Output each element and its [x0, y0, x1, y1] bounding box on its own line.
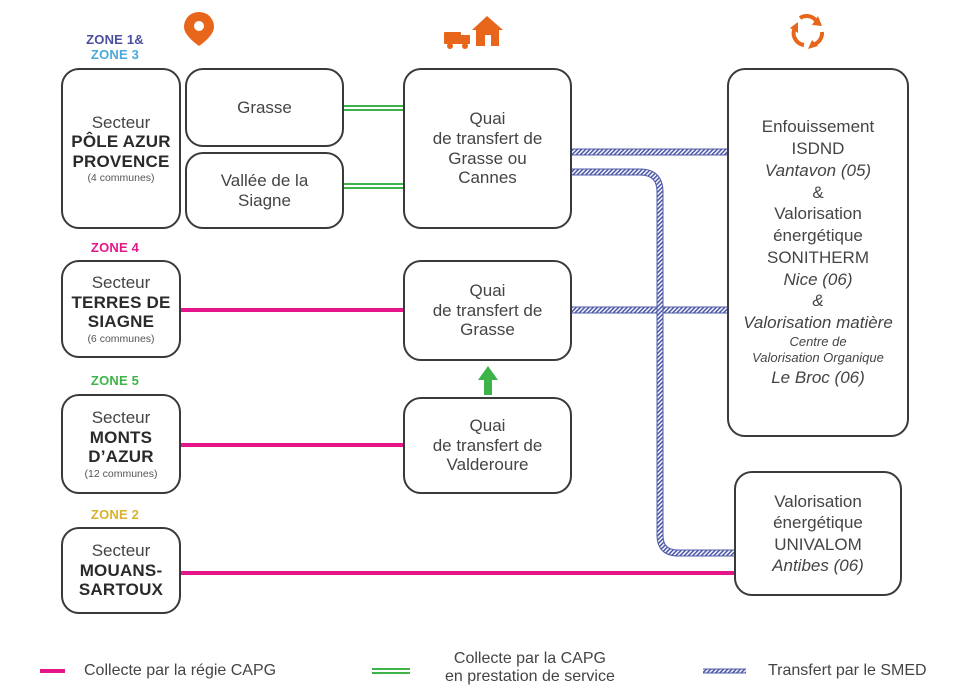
location-pin-icon: [184, 12, 214, 46]
quai-grasse-ou-cannes: Quai de transfert de Grasse ou Cannes: [403, 68, 572, 229]
legend-regie-label: Collecte par la régie CAPG: [84, 662, 277, 679]
smed-transfer-lines: [570, 148, 736, 557]
sector-note: (12 communes): [84, 467, 158, 480]
zone-4-label: ZONE 4: [90, 240, 140, 255]
sector-name-line2: D’AZUR: [88, 447, 154, 467]
quai-line: Quai: [469, 281, 506, 301]
dest-line: ISDND: [791, 139, 845, 158]
sector-terres-de-siagne: Secteur TERRES DE SIAGNE (6 communes): [61, 260, 181, 358]
legend-smed-label: Transfert par le SMED: [768, 662, 927, 679]
sector-monts-dazur: Secteur MONTS D’AZUR (12 communes): [61, 394, 181, 494]
sector-name-line1: TERRES DE: [71, 292, 171, 312]
zone-5-label: ZONE 5: [90, 373, 140, 388]
up-arrow-icon: [478, 366, 498, 395]
zone-1-label: ZONE 1&: [86, 32, 144, 47]
sector-note: (4 communes): [87, 172, 155, 185]
subsector-vallee-siagne: Vallée de la Siagne: [185, 152, 344, 229]
quai-line: Valderoure: [446, 455, 529, 475]
dest-line: UNIVALOM: [774, 534, 862, 554]
legend-prestation-label: Collecte par la CAPG en prestation de se…: [445, 650, 615, 687]
dest-line: Valorisation Organique: [752, 350, 884, 366]
dest-line: Antibes (06): [772, 555, 864, 575]
zone-2-label: ZONE 2: [90, 507, 140, 522]
dest-line: énergétique: [773, 226, 863, 245]
recycle-icon: [790, 14, 825, 49]
dest-line: &: [812, 182, 824, 202]
subsector-grasse-label: Grasse: [237, 97, 292, 117]
sector-name-line2: SARTOUX: [78, 580, 164, 600]
legend-prestation-line2: en prestation de service: [445, 668, 615, 686]
truck-house-icon: [444, 16, 503, 49]
quai-line: Grasse ou: [448, 148, 527, 168]
dest-line: Enfouissement: [761, 117, 875, 137]
sector-name-line1: MOUANS-: [79, 560, 163, 580]
quai-line: de transfert de: [432, 128, 543, 148]
sector-label: Secteur: [91, 541, 151, 561]
quai-line: de transfert de: [432, 300, 543, 320]
subsector-siagne-line2: Siagne: [238, 190, 291, 210]
quai-valderoure: Quai de transfert de Valderoure: [403, 397, 572, 494]
sector-label: Secteur: [91, 112, 151, 132]
quai-line: Cannes: [458, 168, 517, 188]
sector-name-line1: PÔLE AZUR: [71, 132, 171, 152]
sector-mouans-sartoux: Secteur MOUANS- SARTOUX: [61, 527, 181, 614]
sector-pole-azur-provence: Secteur PÔLE AZUR PROVENCE (4 communes): [61, 68, 181, 229]
quai-line: de transfert de: [432, 435, 543, 455]
legend-prestation-line1: Collecte par la CAPG: [453, 650, 606, 667]
dest-line: Le Broc (06): [771, 368, 865, 387]
sector-name-line1: MONTS: [89, 427, 153, 447]
sector-name-line2: PROVENCE: [72, 151, 170, 171]
sector-note: (6 communes): [87, 332, 155, 345]
quai-line: Quai: [469, 109, 506, 129]
dest-line: Valorisation: [774, 204, 862, 224]
regie-lines: [180, 308, 736, 575]
prestation-lines: [343, 105, 404, 189]
sector-label: Secteur: [91, 408, 151, 428]
sector-label: Secteur: [91, 273, 151, 293]
dest-line: SONITHERM: [767, 247, 869, 267]
sector-name-line2: SIAGNE: [87, 312, 155, 332]
dest-line: énergétique: [773, 513, 863, 533]
destination-univalom: Valorisation énergétique UNIVALOM Antibe…: [734, 471, 902, 596]
subsector-grasse: Grasse: [185, 68, 344, 147]
subsector-siagne-line1: Vallée de la: [220, 170, 309, 190]
dest-line: Valorisation: [774, 492, 862, 511]
dest-line: Nice (06): [783, 269, 853, 289]
dest-line: &: [812, 291, 824, 311]
smed-line-q1-univalom: [570, 168, 736, 557]
quai-line: Quai: [469, 416, 506, 436]
quai-line: Grasse: [460, 320, 515, 340]
destination-main: Enfouissement ISDND Vantavon (05) & Valo…: [727, 68, 909, 437]
dest-line: Valorisation matière: [743, 313, 893, 332]
dest-line: Vantavon (05): [764, 160, 872, 180]
quai-grasse: Quai de transfert de Grasse: [403, 260, 572, 361]
zone-3-label: ZONE 3: [90, 47, 140, 62]
dest-line: Centre de: [789, 333, 847, 349]
